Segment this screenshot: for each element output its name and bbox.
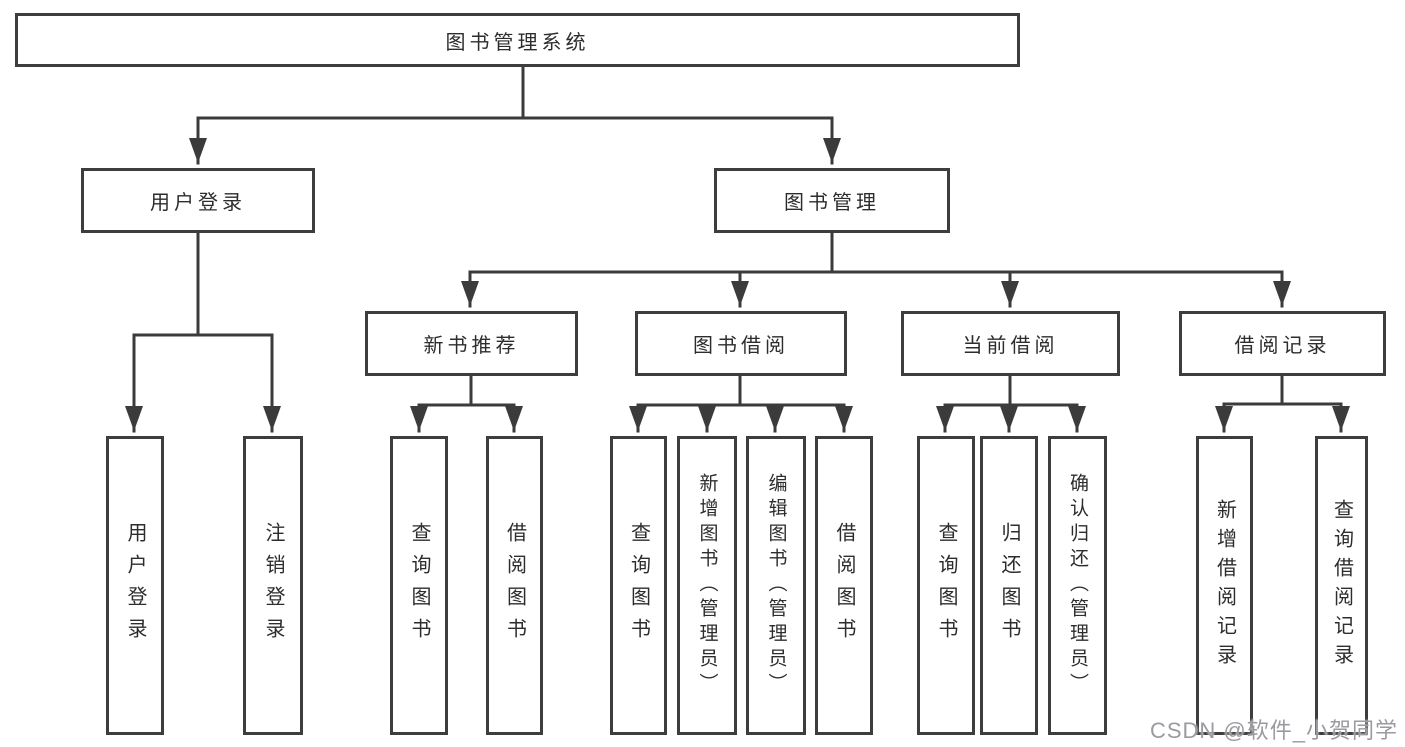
leaf-borrow-books-2: 借阅图书 bbox=[815, 436, 873, 735]
leaf-add-borrow-record-label: 新增借阅记录 bbox=[1213, 498, 1236, 673]
connector-recommend-children bbox=[410, 374, 523, 433]
node-new-book-recommend-label: 新书推荐 bbox=[423, 335, 520, 357]
leaf-borrow-books-1-label: 借阅图书 bbox=[503, 521, 526, 650]
csdn-watermark: CSDN @软件_小贺同学 bbox=[1149, 718, 1398, 743]
node-borrow-records-label: 借阅记录 bbox=[1234, 335, 1331, 357]
leaf-return-books-label: 归还图书 bbox=[998, 521, 1020, 650]
node-current-borrow: 当前借阅 bbox=[901, 311, 1120, 376]
leaf-add-books-admin: 新增图书（管理员） bbox=[677, 436, 737, 735]
leaf-return-books: 归还图书 bbox=[980, 436, 1038, 735]
leaf-edit-books-admin-label: 编辑图书（管理员） bbox=[765, 473, 787, 698]
leaf-search-books-2-label: 查询图书 bbox=[627, 521, 650, 650]
leaf-search-borrow-record: 查询借阅记录 bbox=[1315, 436, 1368, 735]
leaf-confirm-return-admin-label: 确认归还（管理员） bbox=[1067, 473, 1088, 698]
leaf-add-borrow-record: 新增借阅记录 bbox=[1196, 436, 1253, 735]
connector-root-to-level2 bbox=[189, 65, 841, 165]
connector-borrow-children bbox=[629, 374, 853, 433]
leaf-confirm-return-admin: 确认归还（管理员） bbox=[1048, 436, 1107, 735]
connector-current-borrow-children bbox=[936, 374, 1086, 433]
node-current-borrow-label: 当前借阅 bbox=[962, 335, 1059, 357]
node-root: 图书管理系统 bbox=[15, 13, 1020, 67]
connector-book-management-children bbox=[461, 231, 1291, 308]
leaf-logout: 注销登录 bbox=[243, 436, 303, 735]
leaf-search-books-1: 查询图书 bbox=[390, 436, 448, 735]
leaf-edit-books-admin: 编辑图书（管理员） bbox=[746, 436, 806, 735]
node-new-book-recommend: 新书推荐 bbox=[365, 311, 578, 376]
leaf-search-borrow-record-label: 查询借阅记录 bbox=[1330, 498, 1353, 673]
leaf-search-books-2: 查询图书 bbox=[610, 436, 667, 735]
leaf-borrow-books-2-label: 借阅图书 bbox=[833, 521, 855, 650]
leaf-search-books-3: 查询图书 bbox=[917, 436, 975, 735]
node-book-borrow: 图书借阅 bbox=[635, 311, 847, 376]
connector-user-login-children bbox=[125, 231, 281, 433]
connector-records-children bbox=[1215, 374, 1350, 433]
leaf-borrow-books-1: 借阅图书 bbox=[486, 436, 543, 735]
leaf-user-login-label: 用户登录 bbox=[124, 521, 146, 650]
node-user-login: 用户登录 bbox=[81, 168, 315, 233]
node-borrow-records: 借阅记录 bbox=[1179, 311, 1386, 376]
node-book-management-label: 图书管理 bbox=[784, 192, 880, 214]
node-user-login-label: 用户登录 bbox=[150, 192, 246, 214]
leaf-logout-label: 注销登录 bbox=[262, 521, 284, 650]
node-root-label: 图书管理系统 bbox=[445, 31, 590, 54]
leaf-search-books-1-label: 查询图书 bbox=[408, 521, 430, 650]
leaf-user-login: 用户登录 bbox=[106, 436, 164, 735]
leaf-search-books-3-label: 查询图书 bbox=[935, 521, 957, 650]
node-book-management: 图书管理 bbox=[714, 168, 950, 233]
node-book-borrow-label: 图书借阅 bbox=[693, 335, 789, 357]
leaf-add-books-admin-label: 新增图书（管理员） bbox=[696, 473, 718, 698]
